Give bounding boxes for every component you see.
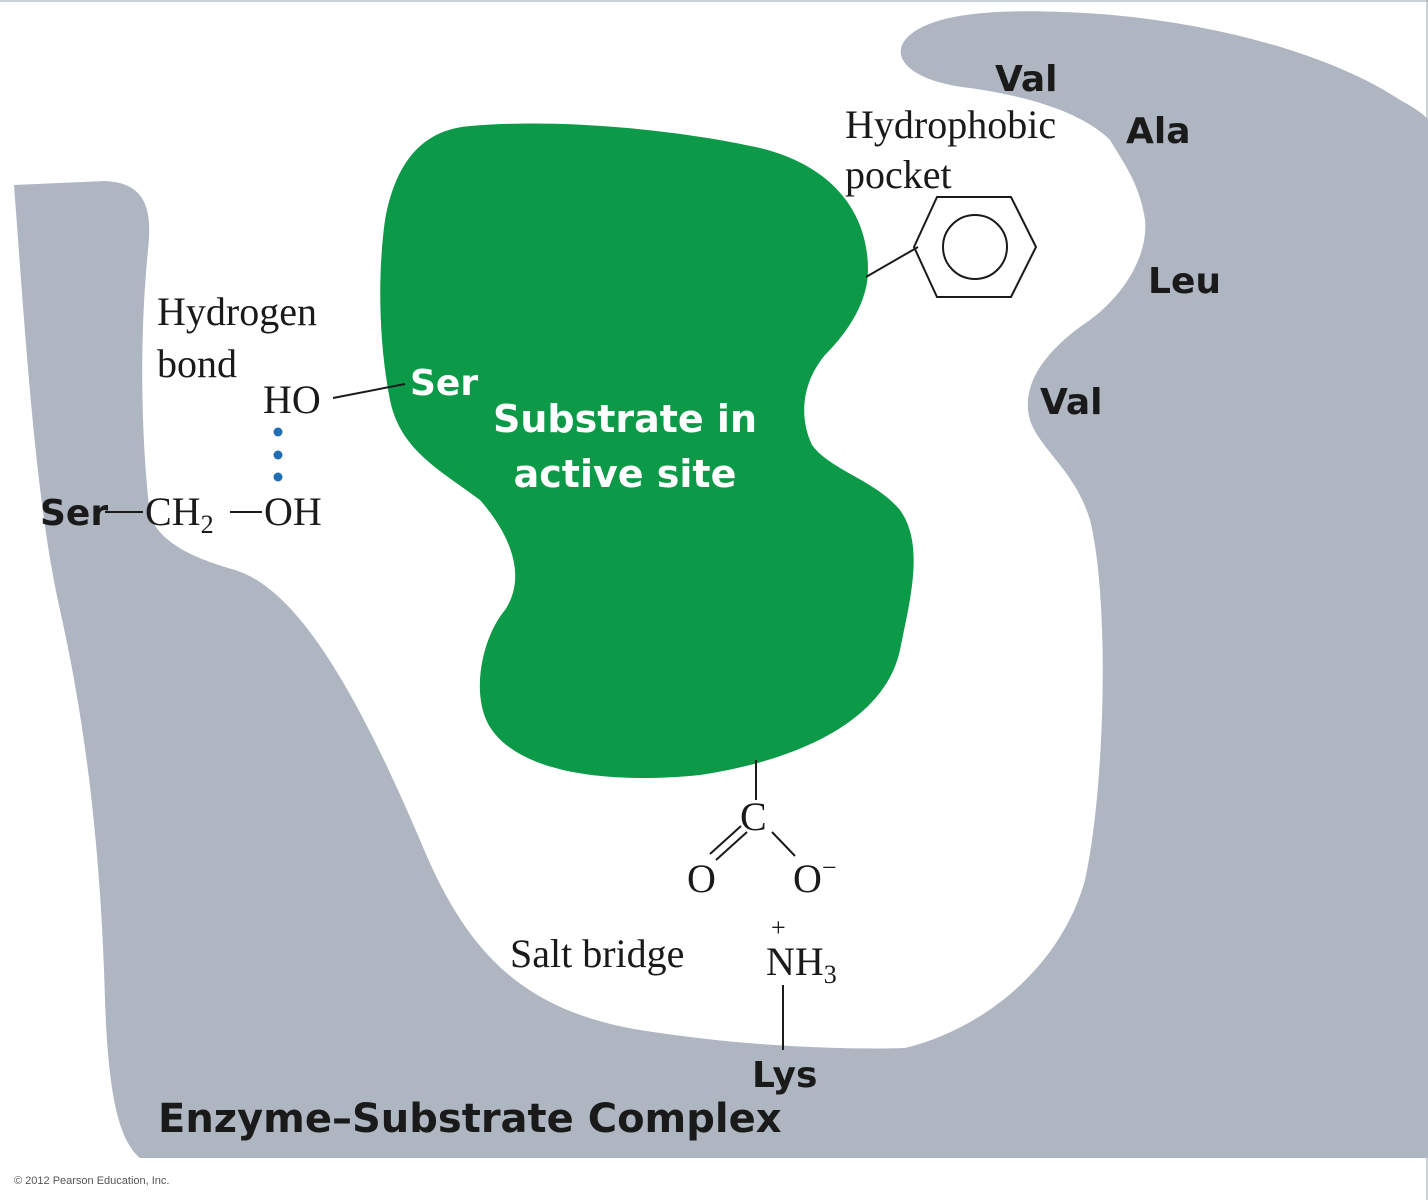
carbonyl-double-bond-1 — [715, 831, 748, 861]
substrate-shape — [380, 123, 914, 779]
copyright-notice: © 2012 Pearson Education, Inc. — [14, 1175, 169, 1187]
residue-val-bottom: Val — [1040, 382, 1103, 423]
phenyl-bond — [865, 246, 919, 278]
substrate-label-line2: active site — [514, 452, 737, 496]
hbond-dot — [273, 450, 283, 460]
hbond-dot — [273, 427, 283, 437]
ch-subscript: 2 — [201, 510, 214, 539]
o-right-text: O — [793, 856, 822, 901]
nh-text: NH — [766, 939, 824, 984]
nh3-positive-charge: + — [771, 913, 786, 942]
nh-subscript: 3 — [824, 960, 837, 989]
hydrophobic-label-line2: pocket — [845, 152, 952, 197]
residue-ala: Ala — [1126, 111, 1191, 152]
substrate-ser-label: Ser — [410, 363, 478, 404]
residue-lys: Lys — [752, 1055, 817, 1096]
carbonyl-oxygen: O — [687, 856, 716, 901]
hydrogen-bond-label-line2: bond — [157, 341, 237, 386]
residue-val-top: Val — [995, 59, 1058, 100]
ho-ser-bond — [332, 383, 406, 399]
carboxyl-carbon: C — [740, 794, 767, 839]
residue-leu: Leu — [1148, 261, 1221, 302]
carbonyl-double-bond-2 — [709, 825, 742, 855]
hydrophobic-label-line1: Hydrophobic — [845, 102, 1056, 147]
enzyme-right-lobe — [900, 11, 1428, 1048]
lys-nh3-group: NH3 — [766, 939, 837, 989]
enzyme-oh-group: OH — [264, 489, 322, 534]
benzene-ring-circle — [942, 214, 1008, 280]
salt-bridge-label: Salt bridge — [510, 931, 684, 976]
carboxyl-single-bond — [771, 831, 796, 857]
benzene-ring-hexagon — [912, 196, 1038, 298]
enzyme-ser-residue: Ser — [40, 493, 108, 534]
o-negative-charge: − — [822, 853, 837, 882]
substrate-ho-group: HO — [263, 377, 321, 422]
hydrogen-bond-dots — [273, 427, 283, 482]
ch2-group: CH2 — [145, 489, 214, 539]
substrate-label-line1: Substrate in — [493, 397, 757, 441]
enzyme-left-lobe — [14, 181, 1428, 1158]
carboxylate-oxygen: O− — [793, 853, 837, 901]
diagram-title: Enzyme–Substrate Complex — [158, 1096, 782, 1142]
hbond-dot — [273, 472, 283, 482]
ch-text: CH — [145, 489, 201, 534]
hydrogen-bond-label-line1: Hydrogen — [157, 289, 317, 334]
